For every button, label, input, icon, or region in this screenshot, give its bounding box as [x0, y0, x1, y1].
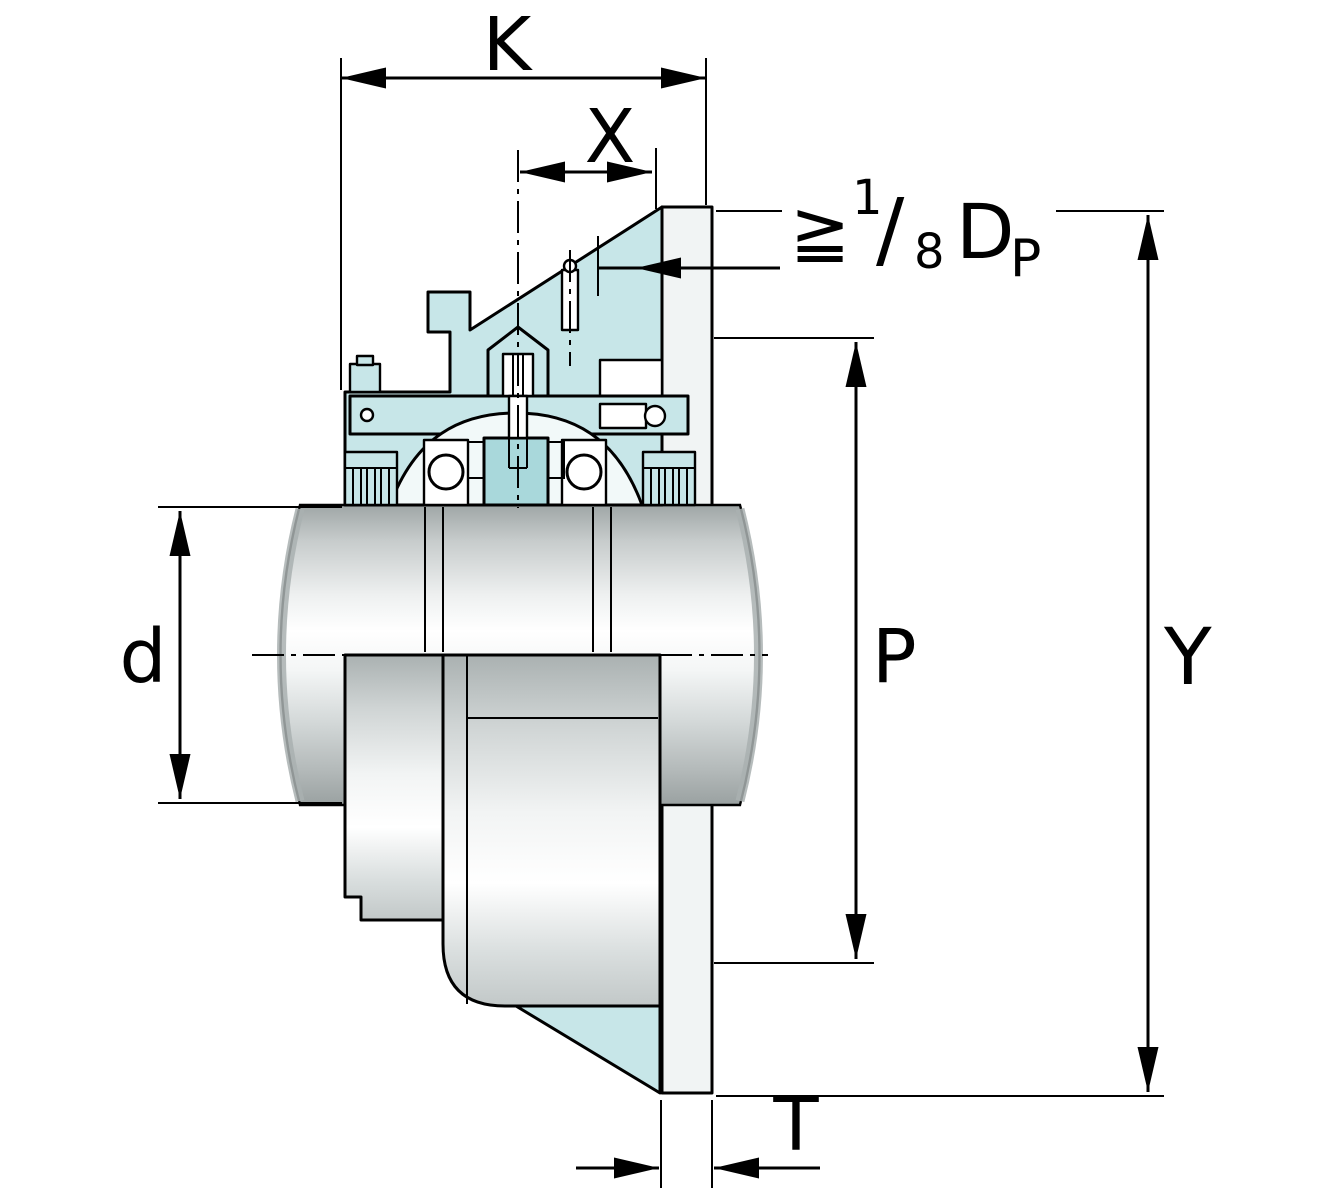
dimension-label-d: d	[120, 614, 167, 700]
dimension-flange-min: ≧ 1 / 8 D P	[597, 170, 1041, 296]
dimension-y: Y	[716, 210, 1212, 1097]
grub-screw-cap	[355, 354, 375, 367]
lower-sleeve	[343, 653, 445, 922]
bearing-assembly	[343, 250, 697, 507]
dimension-p: P	[714, 337, 917, 964]
shaft-break-right	[735, 507, 763, 803]
bolt-head-facets	[512, 354, 524, 396]
locking-collar	[482, 436, 550, 507]
ball-right	[565, 453, 603, 491]
lower-detail-lines	[466, 655, 658, 1004]
dimension-label-y: Y	[1163, 613, 1212, 703]
dimension-k: K	[340, 2, 707, 390]
dimension-t: T	[576, 1082, 820, 1188]
flange-min-subscript: P	[1010, 229, 1041, 289]
toggle-pin	[643, 404, 667, 428]
flange-min-slash: /	[876, 180, 905, 278]
seal-right	[641, 450, 697, 507]
lower-body	[441, 653, 662, 1008]
flange-min-geq: ≧	[790, 189, 850, 273]
dimension-label-x: X	[585, 94, 636, 180]
flange-recess	[598, 358, 664, 398]
ball-left	[427, 453, 465, 491]
flange-min-numerator: 1	[852, 170, 883, 226]
dimension-label-k: K	[483, 2, 534, 88]
dimension-x: X	[520, 94, 657, 209]
housing-lower	[343, 653, 662, 1095]
seal-left	[343, 450, 399, 507]
dimension-label-t: T	[772, 1082, 819, 1168]
flange-min-denominator: 8	[914, 224, 945, 280]
flange-min-symbol: D	[956, 187, 1015, 276]
grub-screw	[348, 362, 382, 394]
bottom-gusset	[514, 1004, 662, 1095]
centerlines	[252, 150, 768, 656]
toggle-link	[598, 402, 648, 430]
dimension-label-p: P	[872, 614, 917, 700]
inner-ring-lines	[424, 507, 612, 652]
pivot-pin	[359, 407, 375, 423]
dimension-d: d	[120, 506, 342, 804]
